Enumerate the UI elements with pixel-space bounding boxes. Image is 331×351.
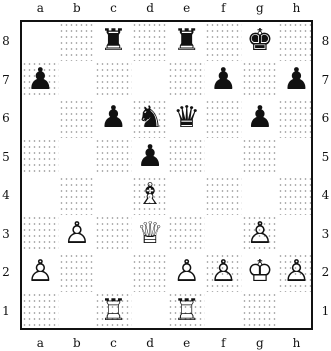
square-b5[interactable] (59, 138, 96, 177)
file-label-e: e (180, 2, 194, 14)
square-e5[interactable] (168, 138, 205, 177)
white-pawn-icon[interactable]: ♙ (278, 253, 313, 292)
file-label-c: c (107, 337, 121, 349)
square-e7[interactable] (168, 61, 205, 100)
black-pawn-icon[interactable]: ♟ (242, 99, 279, 138)
square-f6[interactable] (205, 99, 242, 138)
square-a6[interactable] (22, 99, 59, 138)
rank-label-8: 8 (320, 35, 331, 47)
square-b7[interactable] (59, 61, 96, 100)
square-g1[interactable] (242, 292, 279, 331)
square-a8[interactable] (22, 22, 59, 61)
black-pawn-icon[interactable]: ♟ (205, 61, 242, 100)
rank-label-7: 7 (320, 74, 331, 86)
square-b6[interactable] (59, 99, 96, 138)
square-a3[interactable] (22, 215, 59, 254)
file-label-b: b (70, 337, 84, 349)
square-h8[interactable] (278, 22, 313, 61)
square-h3[interactable] (278, 215, 313, 254)
white-pawn-icon[interactable]: ♙ (59, 215, 96, 254)
square-g4[interactable] (242, 176, 279, 215)
file-label-b: b (70, 2, 84, 14)
square-f4[interactable] (205, 176, 242, 215)
file-label-h: h (290, 2, 304, 14)
rank-label-2: 2 (320, 266, 331, 278)
square-f5[interactable] (205, 138, 242, 177)
square-d7[interactable] (132, 61, 169, 100)
rank-label-4: 4 (320, 189, 331, 201)
file-label-d: d (143, 2, 157, 14)
square-b4[interactable] (59, 176, 96, 215)
rank-label-7: 7 (0, 74, 12, 86)
square-b1[interactable] (59, 292, 96, 331)
black-pawn-icon[interactable]: ♟ (22, 61, 59, 100)
black-pawn-icon[interactable]: ♟ (132, 138, 169, 177)
square-a5[interactable] (22, 138, 59, 177)
square-d2[interactable] (132, 253, 169, 292)
white-pawn-icon[interactable]: ♙ (168, 253, 205, 292)
square-e3[interactable] (168, 215, 205, 254)
rank-label-3: 3 (320, 228, 331, 240)
square-a4[interactable] (22, 176, 59, 215)
rank-label-3: 3 (0, 228, 12, 240)
rank-label-2: 2 (0, 266, 12, 278)
square-f1[interactable] (205, 292, 242, 331)
white-king-icon[interactable]: ♔ (242, 253, 279, 292)
black-rook-icon[interactable]: ♜ (95, 22, 132, 61)
square-g5[interactable] (242, 138, 279, 177)
square-c2[interactable] (95, 253, 132, 292)
white-bishop-icon[interactable]: ♗ (132, 176, 169, 215)
square-f8[interactable] (205, 22, 242, 61)
square-d1[interactable] (132, 292, 169, 331)
square-c4[interactable] (95, 176, 132, 215)
file-label-g: g (253, 2, 267, 14)
rank-label-8: 8 (0, 35, 12, 47)
white-pawn-icon[interactable]: ♙ (242, 215, 279, 254)
square-c5[interactable] (95, 138, 132, 177)
rank-label-1: 1 (320, 305, 331, 317)
black-knight-icon[interactable]: ♞ (132, 99, 169, 138)
white-pawn-icon[interactable]: ♙ (22, 253, 59, 292)
square-c7[interactable] (95, 61, 132, 100)
square-h1[interactable] (278, 292, 313, 331)
square-g7[interactable] (242, 61, 279, 100)
file-label-a: a (33, 2, 47, 14)
file-label-a: a (33, 337, 47, 349)
black-pawn-icon[interactable]: ♟ (95, 99, 132, 138)
white-queen-icon[interactable]: ♕ (132, 215, 169, 254)
square-b8[interactable] (59, 22, 96, 61)
black-king-icon[interactable]: ♚ (242, 22, 279, 61)
square-e4[interactable] (168, 176, 205, 215)
file-label-c: c (107, 2, 121, 14)
square-a1[interactable] (22, 292, 59, 331)
file-label-h: h (290, 337, 304, 349)
black-rook-icon[interactable]: ♜ (168, 22, 205, 61)
rank-label-5: 5 (320, 151, 331, 163)
square-h4[interactable] (278, 176, 313, 215)
rank-label-4: 4 (0, 189, 12, 201)
file-label-f: f (216, 2, 230, 14)
square-h5[interactable] (278, 138, 313, 177)
rank-label-5: 5 (0, 151, 12, 163)
white-pawn-icon[interactable]: ♙ (205, 253, 242, 292)
square-h6[interactable] (278, 99, 313, 138)
file-label-f: f (216, 337, 230, 349)
square-b2[interactable] (59, 253, 96, 292)
black-queen-icon[interactable]: ♛ (168, 99, 205, 138)
square-f3[interactable] (205, 215, 242, 254)
chess-board[interactable]: ♜♜♚♟♟♟♟♞♛♟♟♗♙♕♙♙♙♙♔♙♖♖ (20, 20, 313, 330)
white-rook-icon[interactable]: ♖ (95, 292, 132, 331)
file-label-e: e (180, 337, 194, 349)
square-c3[interactable] (95, 215, 132, 254)
square-d8[interactable] (132, 22, 169, 61)
rank-label-1: 1 (0, 305, 12, 317)
file-label-g: g (253, 337, 267, 349)
file-label-d: d (143, 337, 157, 349)
black-pawn-icon[interactable]: ♟ (278, 61, 313, 100)
white-rook-icon[interactable]: ♖ (168, 292, 205, 331)
rank-label-6: 6 (0, 112, 12, 124)
rank-label-6: 6 (320, 112, 331, 124)
